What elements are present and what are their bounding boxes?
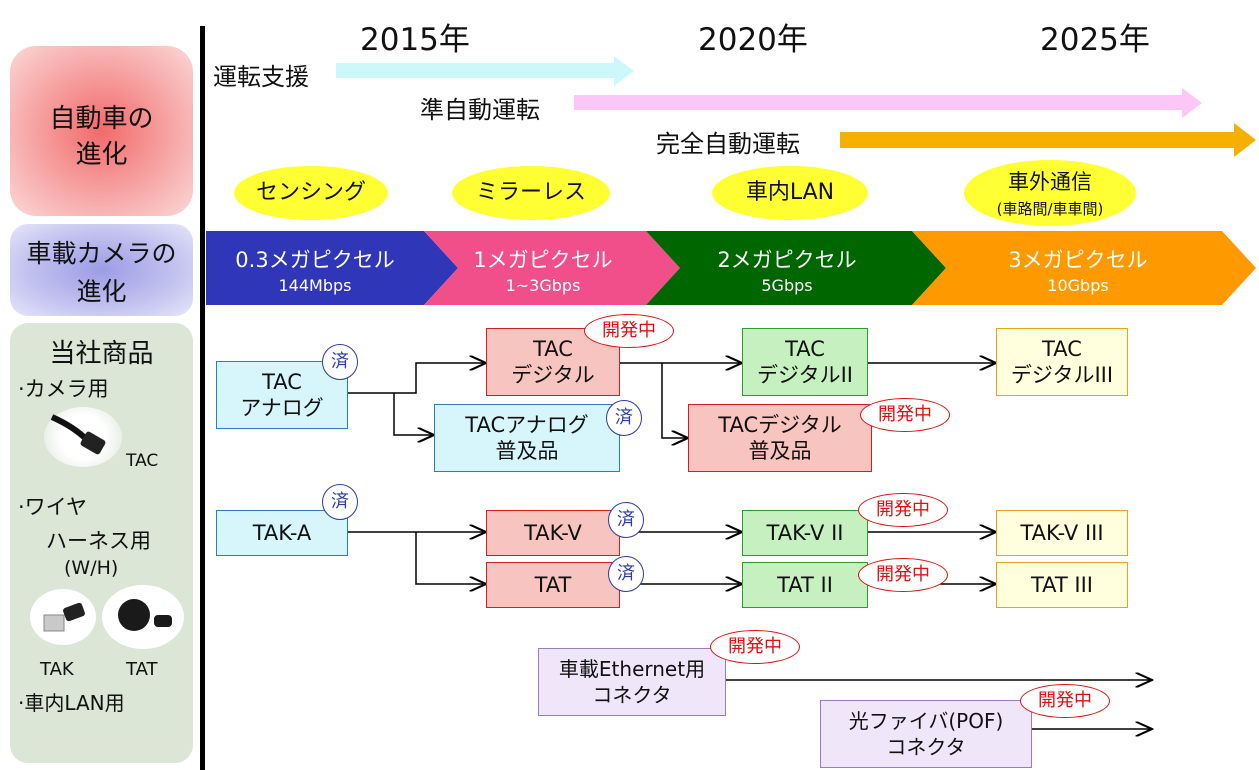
theme-in-vehicle-lan: 車内LAN xyxy=(712,166,868,220)
wire-use-label-3: (W/H) xyxy=(64,557,119,579)
ethernet-connector-line2: コネクタ xyxy=(592,683,672,707)
camera-use-label: ·カメラ用 xyxy=(18,377,109,401)
tac-digital-popular-box[interactable]: TACデジタル 普及品 xyxy=(688,404,872,472)
tak-a-box[interactable]: TAK-A xyxy=(216,510,348,556)
stage-0-3mp xyxy=(206,231,458,305)
dev-badge-tac-digital-popular: 開発中 xyxy=(860,398,950,432)
theme-external-comm-sub: (車路間/車車間) xyxy=(996,200,1104,218)
done-badge-tak-a: 済 xyxy=(322,484,358,520)
tac-digital-3-line2: デジタルIII xyxy=(1010,363,1114,387)
camera-stages xyxy=(206,231,1256,305)
theme-mirrorless: ミラーレス xyxy=(452,166,610,220)
tat-photo-label: TAT xyxy=(126,659,158,680)
car-evolution-panel: 自動車の 進化 xyxy=(10,46,193,216)
tak-v-2-box[interactable]: TAK-V II xyxy=(742,510,868,556)
tac-photo-label: TAC xyxy=(126,451,159,471)
tak-v-3-label: TAK-V III xyxy=(1020,521,1104,545)
tac-digital-2-box[interactable]: TAC デジタルII xyxy=(742,328,868,396)
theme-sensing-label: センシング xyxy=(255,180,366,205)
tac-analog-line2: アナログ xyxy=(240,396,324,420)
products-panel: 当社商品 ·カメラ用 TAC ·ワイヤ ハーネス用 (W/H) TAK TAT … xyxy=(10,323,193,763)
lan-use-label: ·車内LAN用 xyxy=(18,691,125,715)
theme-external-comm: 車外通信 (車路間/車車間) xyxy=(964,160,1136,226)
camera-evolution-line2: 進化 xyxy=(76,277,127,306)
arrow-full-autonomous xyxy=(840,123,1256,157)
tac-analog-popular-line2: 普及品 xyxy=(495,439,559,463)
tak-v-box[interactable]: TAK-V xyxy=(486,510,620,556)
car-evolution-line2: 進化 xyxy=(75,140,128,170)
tak-photo xyxy=(30,589,96,645)
dev-badge-pof: 開発中 xyxy=(1020,684,1110,718)
tak-v-3-box[interactable]: TAK-V III xyxy=(996,510,1128,556)
tac-digital-2-line2: デジタルII xyxy=(757,363,853,387)
pof-connector-box[interactable]: 光ファイバ(POF) コネクタ xyxy=(820,700,1032,768)
stage-0-3mp-pixels: 0.3メガピクセル xyxy=(235,248,395,272)
tak-photo-label: TAK xyxy=(40,659,74,680)
semi-autonomous-label: 準自動運転 xyxy=(420,96,540,124)
tak-a-label: TAK-A xyxy=(252,521,312,545)
dev-badge-ethernet: 開発中 xyxy=(710,630,800,664)
theme-external-comm-label: 車外通信 xyxy=(1008,170,1092,194)
year-2015: 2015年 xyxy=(360,22,470,58)
stage-1mp-pixels: 1メガピクセル xyxy=(473,248,613,272)
tak-v-2-label: TAK-V II xyxy=(766,521,844,545)
tat-photo xyxy=(102,585,184,649)
products-title: 当社商品 xyxy=(49,339,154,369)
tac-digital-2-line1: TAC xyxy=(785,337,825,361)
tat-box[interactable]: TAT xyxy=(486,562,620,608)
tac-analog-line1: TAC xyxy=(262,370,302,394)
arrow-semi-autonomous xyxy=(574,88,1202,118)
wire-use-label-2: ハーネス用 xyxy=(46,529,151,553)
ethernet-connector-line1: 車載Ethernet用 xyxy=(558,657,706,681)
theme-mirrorless-label: ミラーレス xyxy=(475,180,586,205)
done-badge-tat: 済 xyxy=(608,556,644,592)
theme-in-vehicle-lan-label: 車内LAN xyxy=(745,180,835,205)
pof-connector-line2: コネクタ xyxy=(886,735,966,759)
dev-badge-tac-digital: 開発中 xyxy=(584,314,674,348)
dev-badge-tak-v-2: 開発中 xyxy=(858,493,948,527)
tac-photo xyxy=(44,407,122,467)
tac-digital-popular-line1: TACデジタル xyxy=(718,413,842,437)
arrow-driving-assist xyxy=(336,56,634,86)
driving-assist-label: 運転支援 xyxy=(213,63,309,91)
tac-digital-3-line1: TAC xyxy=(1042,337,1082,361)
car-arrows xyxy=(336,56,1256,157)
stage-1mp-speed: 1~3Gbps xyxy=(505,276,581,295)
tac-digital-popular-line2: 普及品 xyxy=(748,439,812,463)
camera-evolution-panel: 車載カメラの 進化 xyxy=(10,224,193,316)
stage-2mp xyxy=(646,231,946,305)
stage-0-3mp-speed: 144Mbps xyxy=(278,276,352,295)
tat-2-label: TAT II xyxy=(777,573,833,597)
dev-badge-tat-2: 開発中 xyxy=(858,558,948,592)
tac-analog-popular-box[interactable]: TACアナログ 普及品 xyxy=(434,404,620,472)
car-evolution-line1: 自動車の xyxy=(49,104,154,134)
stage-2mp-pixels: 2メガピクセル xyxy=(717,248,857,272)
tat-2-box[interactable]: TAT II xyxy=(742,562,868,608)
tat-3-box[interactable]: TAT III xyxy=(996,562,1128,608)
done-badge-tac-analog: 済 xyxy=(322,344,358,380)
ethernet-connector-box[interactable]: 車載Ethernet用 コネクタ xyxy=(538,648,726,716)
stage-3mp-speed: 10Gbps xyxy=(1047,276,1109,295)
tac-digital-line1: TAC xyxy=(533,337,573,361)
camera-evolution-line1: 車載カメラの xyxy=(26,239,177,268)
tac-digital-3-box[interactable]: TAC デジタルIII xyxy=(996,328,1128,396)
wire-use-label-1: ·ワイヤ xyxy=(18,495,88,519)
done-badge-tak-v: 済 xyxy=(608,502,644,538)
stage-1mp xyxy=(424,231,680,305)
stage-3mp xyxy=(912,231,1256,305)
vertical-divider xyxy=(200,26,205,770)
pof-connector-line1: 光ファイバ(POF) xyxy=(848,709,1004,733)
tac-digital-line2: デジタル xyxy=(511,363,595,387)
tac-analog-popular-line1: TACアナログ xyxy=(465,413,589,437)
year-2025: 2025年 xyxy=(1040,22,1150,58)
full-autonomous-label: 完全自動運転 xyxy=(656,130,800,158)
tat-label: TAT xyxy=(534,573,572,597)
stage-3mp-pixels: 3メガピクセル xyxy=(1008,248,1148,272)
tat-3-label: TAT III xyxy=(1030,573,1093,597)
tak-v-label: TAK-V xyxy=(524,521,582,545)
year-2020: 2020年 xyxy=(698,22,808,58)
theme-sensing: センシング xyxy=(234,166,388,220)
stage-2mp-speed: 5Gbps xyxy=(761,276,813,295)
done-badge-tac-analog-popular: 済 xyxy=(606,400,642,436)
